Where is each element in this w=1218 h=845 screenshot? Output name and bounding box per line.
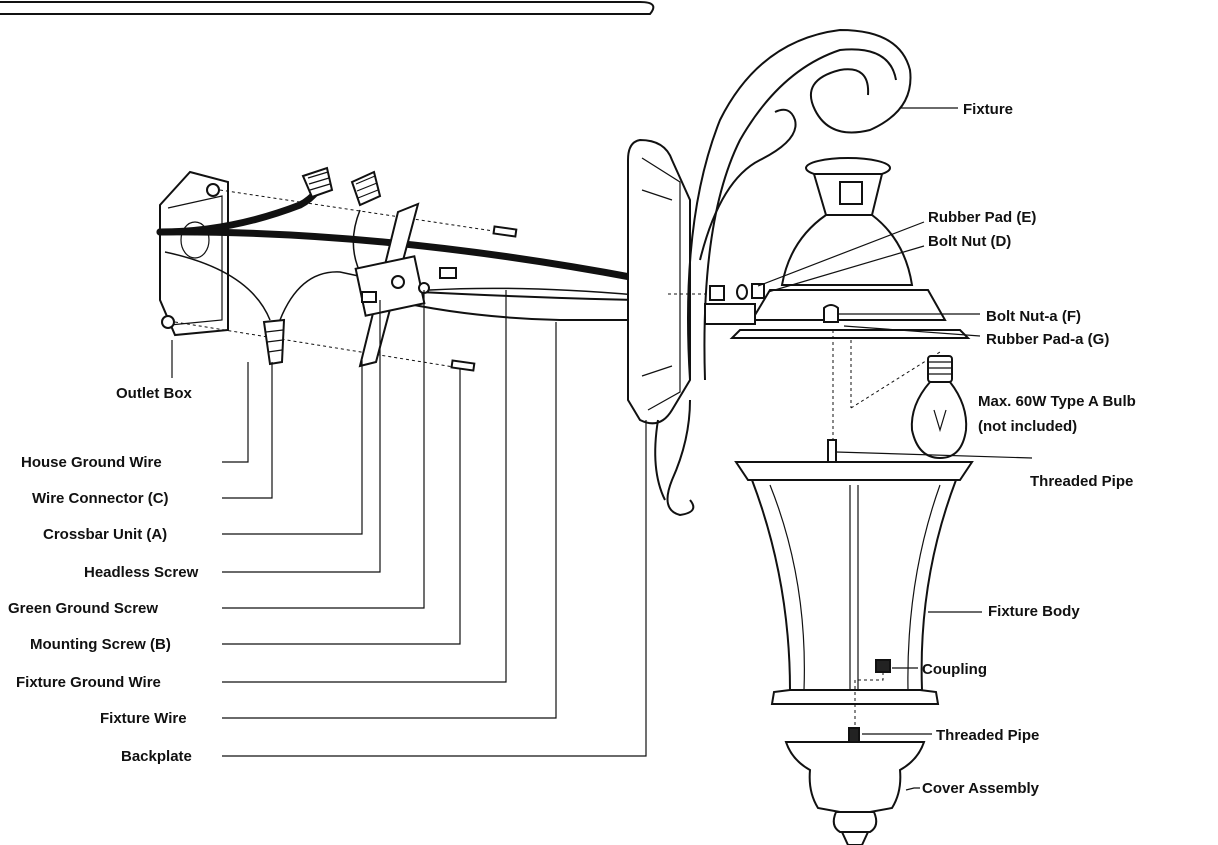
lamp-canopy [704, 157, 971, 339]
label-bolt-nut-a-f: Bolt Nut-a (F) [986, 308, 1081, 325]
fixture-arm [389, 290, 637, 321]
wire-connector-bottom [262, 318, 286, 366]
guide-line-upper [219, 189, 501, 233]
header-frame [0, 1, 655, 15]
threaded-pipe-bottom [848, 727, 860, 743]
label-mounting-screw-b: Mounting Screw (B) [30, 636, 171, 653]
label-coupling: Coupling [922, 661, 987, 678]
label-bulb-line1: Max. 60W Type A Bulb [978, 393, 1136, 410]
label-threaded-pipe-top: Threaded Pipe [1030, 473, 1133, 490]
bolt-nut-d-part [709, 283, 765, 301]
label-green-ground-screw: Green Ground Screw [8, 600, 158, 617]
leaders-right [757, 107, 1033, 791]
label-bolt-nut-d: Bolt Nut (D) [928, 233, 1011, 250]
cover-assembly-part [784, 741, 926, 845]
label-threaded-pipe-bottom: Threaded Pipe [936, 727, 1039, 744]
label-headless-screw: Headless Screw [84, 564, 199, 581]
label-backplate: Backplate [121, 748, 192, 765]
label-house-ground-wire: House Ground Wire [21, 454, 162, 471]
label-fixture: Fixture [963, 101, 1013, 118]
label-rubber-pad-a-g: Rubber Pad-a (G) [986, 331, 1109, 348]
label-wire-connector-c: Wire Connector (C) [32, 490, 169, 507]
guide-line-lower [174, 321, 461, 369]
fixture-body-part [734, 461, 974, 705]
outlet-box [159, 170, 229, 337]
bulb [910, 355, 968, 460]
leaders-left [171, 290, 647, 757]
mounting-screw-lower [450, 359, 476, 372]
mounting-screw-upper [492, 225, 518, 238]
wire-connector-top-1 [301, 166, 334, 199]
label-fixture-ground-wire: Fixture Ground Wire [16, 674, 161, 691]
coupling-part [875, 659, 891, 673]
house-white-wire [164, 251, 271, 321]
black-wire-main [156, 228, 640, 282]
label-cover-assembly: Cover Assembly [922, 780, 1040, 797]
threaded-pipe-top [827, 439, 837, 463]
label-outlet-box: Outlet Box [116, 385, 192, 402]
label-crossbar-unit-a: Crossbar Unit (A) [43, 526, 167, 543]
label-rubber-pad-e: Rubber Pad (E) [928, 209, 1036, 226]
scroll-arm [654, 28, 912, 517]
backplate-part [627, 138, 691, 425]
label-fixture-body: Fixture Body [988, 603, 1080, 620]
crossbar [354, 202, 457, 368]
label-bulb-line2: (not included) [978, 418, 1077, 435]
wire-connector-top-2 [350, 170, 382, 207]
label-fixture-wire: Fixture Wire [100, 710, 187, 727]
